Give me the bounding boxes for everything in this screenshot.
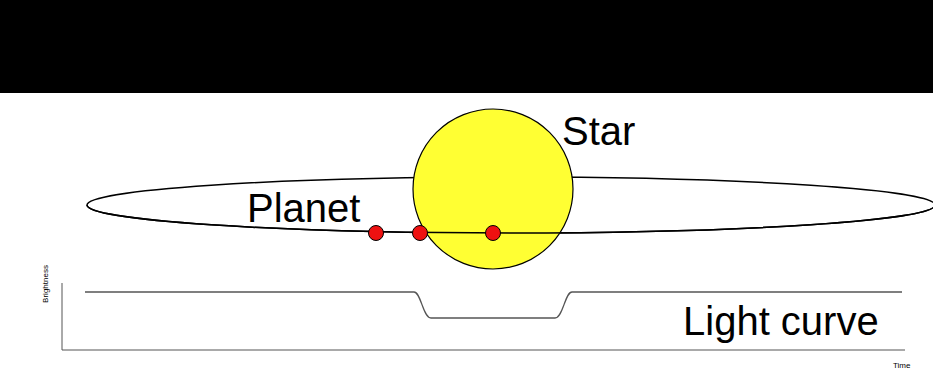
- planet-dot: [413, 226, 428, 241]
- planet-label: Planet: [247, 188, 360, 228]
- curve-label: Light curve: [683, 301, 879, 341]
- orbit-front-arc: [87, 205, 933, 233]
- top-band: [0, 0, 933, 93]
- planet-dot: [369, 226, 384, 241]
- chart-axes: [62, 283, 905, 350]
- axis-label: Time: [893, 362, 910, 370]
- star-disc: [413, 109, 573, 269]
- planet-dot: [486, 226, 501, 241]
- star-label: Star: [562, 111, 635, 151]
- axis-label: Brightness: [42, 265, 50, 303]
